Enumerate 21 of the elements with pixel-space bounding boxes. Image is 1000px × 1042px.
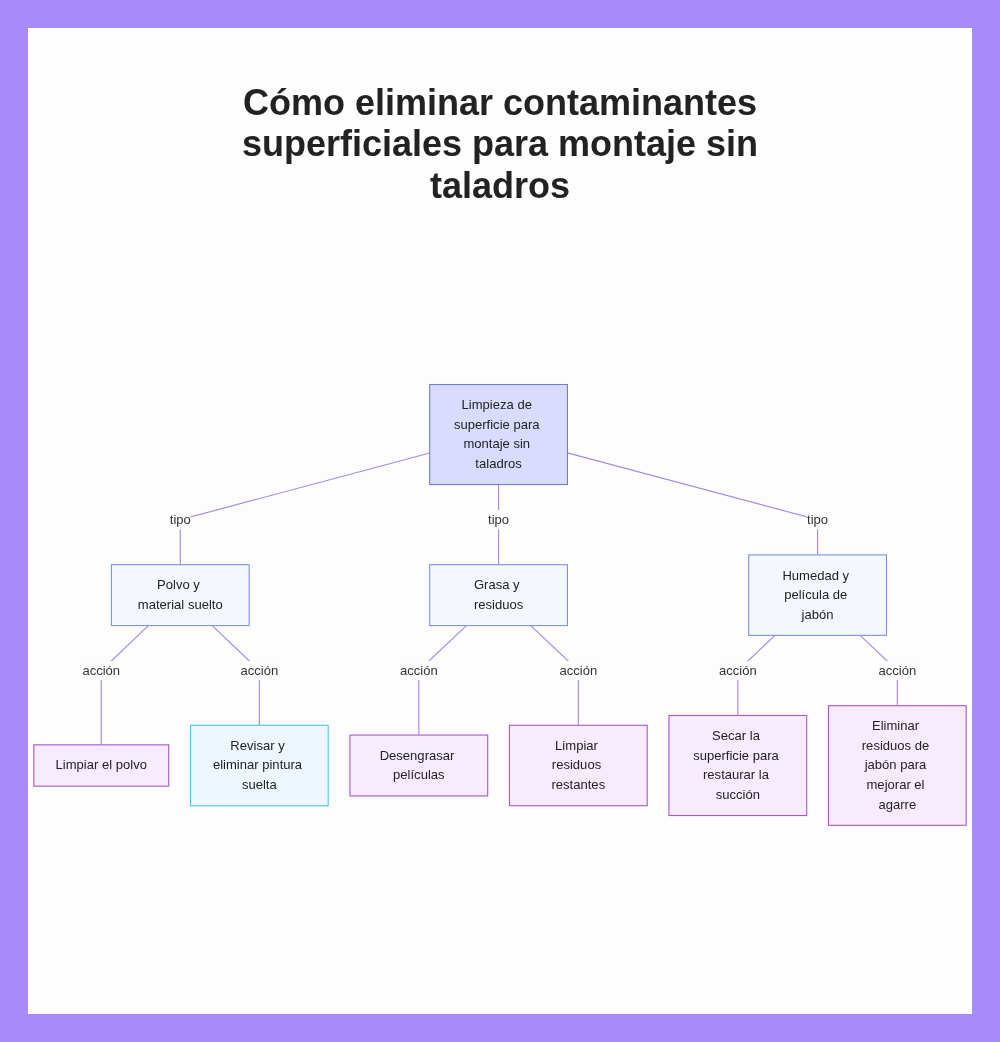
edge-label: tipo [807, 512, 829, 527]
edge-label: acción [718, 663, 757, 678]
connector [498, 484, 500, 566]
edge-label: acción [82, 663, 121, 678]
node-box: Humedad y película de jabón [748, 554, 887, 637]
node-box: Limpieza de superficie para montaje sin taladros [429, 384, 568, 486]
node-box: Eliminar residuos de jabón para mejorar el agarre [827, 705, 967, 827]
edge-label: acción [878, 663, 917, 678]
node-box: Revisar y eliminar pintura suelta [189, 724, 329, 807]
edge-label: tipo [169, 512, 191, 527]
edge-label: acción [399, 663, 438, 678]
node-box: Grasa y residuos [429, 564, 568, 627]
node-box: Secar la superficie para restaurar la succión [668, 715, 808, 817]
edge-label: tipo [488, 512, 510, 527]
node-box: Desengrasar películas [349, 734, 489, 797]
node-box: Polvo y material suelto [110, 564, 250, 627]
edge-label: acción [559, 663, 598, 678]
node-box: Limpiar el polvo [33, 744, 170, 787]
diagram-title: Cómo eliminar contaminantes superficiales para montaje sin taladros [240, 82, 760, 207]
node-box: Limpiar residuos restantes [508, 724, 648, 807]
edge-label: acción [240, 663, 279, 678]
